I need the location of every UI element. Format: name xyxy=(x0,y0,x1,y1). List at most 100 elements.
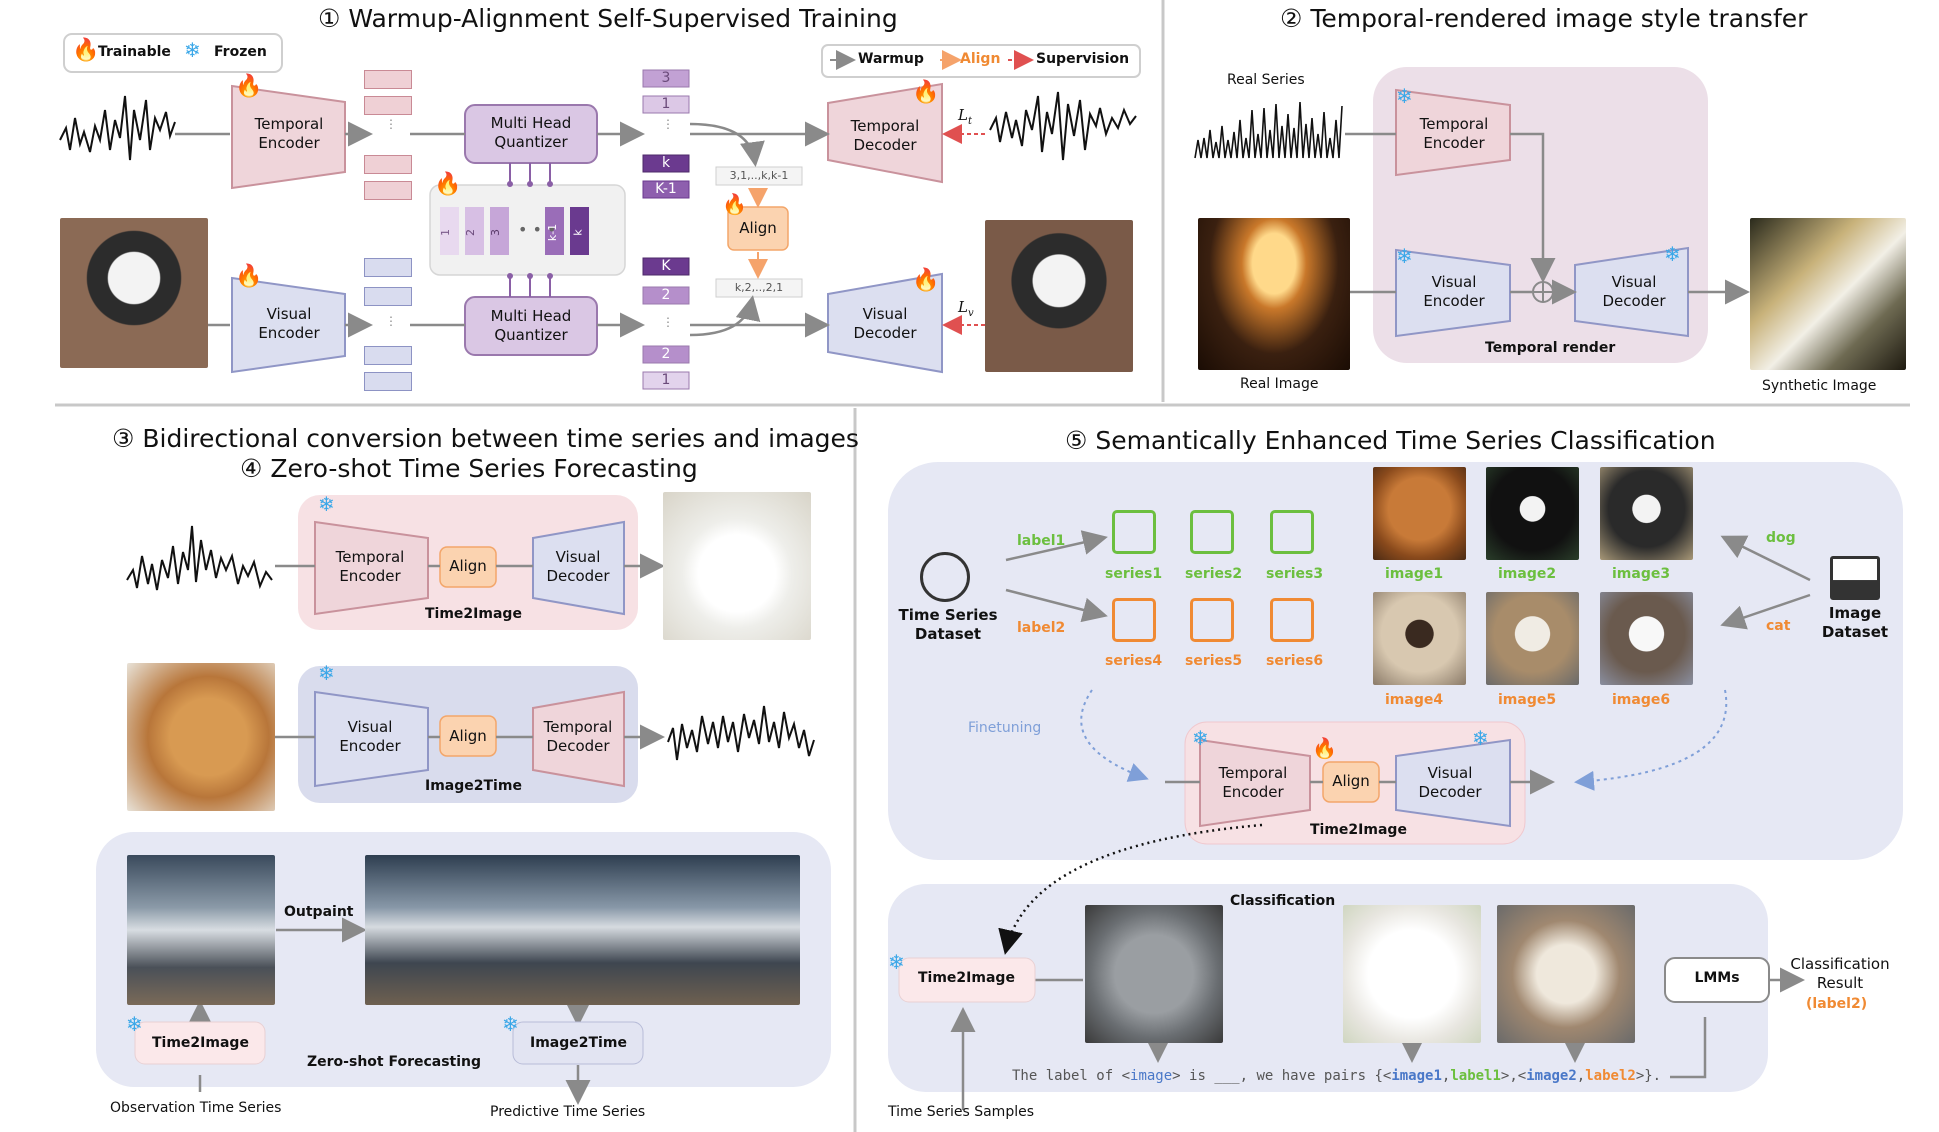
idx-top-1: 1 xyxy=(661,96,671,112)
s5-image1-label: image1 xyxy=(1385,566,1444,582)
s4-predictive-label: Predictive Time Series xyxy=(490,1104,646,1120)
s1-temporal-token xyxy=(364,70,412,89)
prompt-part: The label of < xyxy=(1012,1068,1131,1084)
section3-title: ③ Bidirectional conversion between time … xyxy=(112,424,859,453)
prompt-image2: image2 xyxy=(1526,1068,1577,1084)
s5-image3 xyxy=(1600,467,1693,560)
loss-t-subscript: t xyxy=(967,116,972,127)
s1-visual-token xyxy=(364,346,412,365)
s2-visual-encoder: Visual Encoder xyxy=(1423,273,1485,310)
s5-time2image-box: Time2Image xyxy=(918,970,1015,986)
idx-bottom-1: 2 xyxy=(661,287,671,303)
loss-t-symbol: L xyxy=(958,106,968,124)
s1-visual-encoder: Visual Encoder xyxy=(258,305,320,342)
codebook-label-1: 1 xyxy=(439,229,452,236)
s5-ts-dataset: Time Series Dataset xyxy=(898,606,998,643)
s2-real-series-label: Real Series xyxy=(1227,72,1305,88)
s5-image6 xyxy=(1600,592,1693,685)
section-dividers xyxy=(55,0,1910,1132)
s4-observation-label: Observation Time Series xyxy=(110,1100,282,1116)
s5-label2: label2 xyxy=(1017,620,1066,636)
s5-series2: series2 xyxy=(1185,566,1243,582)
s3-i2t-decoder: Temporal Decoder xyxy=(543,718,613,755)
prompt-comma: , xyxy=(1441,1068,1451,1084)
s1-temporal-encoder: Temporal Encoder xyxy=(254,115,324,152)
prompt-label2: label2 xyxy=(1585,1068,1636,1084)
s3-samoyed-image xyxy=(663,492,811,640)
s1-dog-output-image xyxy=(985,220,1133,372)
section2-title: ② Temporal-rendered image style transfer xyxy=(1280,4,1808,33)
s3-i2t-caption: Image2Time xyxy=(425,778,522,794)
s3-output-series xyxy=(667,705,815,761)
s5-image4-label: image4 xyxy=(1385,692,1444,708)
idx-top-2: k xyxy=(661,155,671,171)
s5-image5 xyxy=(1486,592,1579,685)
s2-visual-decoder-frozen-icon: ❄ xyxy=(1664,242,1681,266)
s1-temporal-decoder-flame-icon: 🔥 xyxy=(912,80,940,105)
legend-frozen: Frozen xyxy=(214,44,267,60)
s3-t2i-encoder: Temporal Encoder xyxy=(335,548,405,585)
svg-text:⋮: ⋮ xyxy=(385,117,397,131)
loss-v-symbol: L xyxy=(958,298,968,316)
s4-outpaint-label: Outpaint xyxy=(284,904,354,920)
s1-codebook-flame-icon: 🔥 xyxy=(434,172,462,197)
s5-series2-chart-icon xyxy=(1190,510,1234,554)
legend-supervision: Supervision xyxy=(1036,51,1130,67)
s5-dog: dog xyxy=(1766,530,1796,546)
snowflake-icon: ❄ xyxy=(184,38,201,62)
s2-synthetic-image-label: Synthetic Image xyxy=(1762,378,1877,394)
s5-classification-title: Classification xyxy=(1230,893,1336,909)
s1-temporal-token xyxy=(364,96,412,115)
s1-visual-token xyxy=(364,372,412,391)
s5-visual-decoder: Visual Decoder xyxy=(1418,764,1482,801)
s5-series1-chart-icon xyxy=(1112,510,1156,554)
section5-title: ⑤ Semantically Enhanced Time Series Clas… xyxy=(1065,426,1716,455)
s5-label1: label1 xyxy=(1017,533,1066,549)
s5-finetuning: Finetuning xyxy=(968,720,1042,736)
s5-align: Align xyxy=(1332,772,1370,790)
s5-classification-result: Classification Result xyxy=(1790,955,1890,992)
s4-observation-image xyxy=(127,855,275,1005)
image-dataset-icon xyxy=(1830,556,1880,600)
s2-real-image xyxy=(1198,218,1350,370)
s3-i2t-align: Align xyxy=(449,727,487,745)
legend-align: Align xyxy=(960,51,1001,67)
s1-visual-decoder-flame-icon: 🔥 xyxy=(912,268,940,293)
loss-v: Lv xyxy=(958,298,974,319)
s4-image2time: Image2Time xyxy=(530,1035,627,1051)
legend-trainable: Trainable xyxy=(98,44,171,60)
loss-t: Lt xyxy=(958,106,972,127)
s1-align: Align xyxy=(739,219,777,237)
s1-index-tokens xyxy=(642,69,690,390)
s1-temporal-decoder: Temporal Decoder xyxy=(850,117,920,154)
s1-temporal-encoder-shape xyxy=(231,84,346,190)
prompt-image: image xyxy=(1130,1068,1173,1084)
s4-time2image: Time2Image xyxy=(152,1035,249,1051)
s5-series1: series1 xyxy=(1105,566,1163,582)
prompt-part: >}. xyxy=(1635,1068,1662,1084)
s3-i2t-frozen-icon: ❄ xyxy=(318,661,335,685)
prompt-label1: label1 xyxy=(1450,1068,1501,1084)
s5-series3-chart-icon xyxy=(1270,510,1314,554)
svg-text:⋮: ⋮ xyxy=(662,117,674,131)
s1-visual-token xyxy=(364,258,412,277)
s3-i2t-encoder: Visual Encoder xyxy=(339,718,401,755)
s2-real-image-label: Real Image xyxy=(1240,376,1319,392)
s5-temporal-encoder: Temporal Encoder xyxy=(1218,764,1288,801)
section1-title: ① Warmup-Alignment Self-Supervised Train… xyxy=(318,4,898,33)
s1-temporal-token xyxy=(364,155,412,174)
s5-prompt: The label of <image> is ___, we have pai… xyxy=(1012,1068,1661,1084)
s5-series5: series5 xyxy=(1185,653,1243,669)
s1-output-series xyxy=(989,91,1137,161)
prompt-part: >,< xyxy=(1500,1068,1527,1084)
codebook-label-3: 3 xyxy=(489,229,502,236)
s5-cls-cat-image xyxy=(1085,905,1223,1043)
s4-time2image-frozen-icon: ❄ xyxy=(126,1012,143,1036)
s5-image6-label: image6 xyxy=(1612,692,1671,708)
s1-visual-encoder-flame-icon: 🔥 xyxy=(235,264,263,289)
s1-input-series xyxy=(59,95,176,161)
prompt-image1: image1 xyxy=(1391,1068,1442,1084)
s5-series3: series3 xyxy=(1266,566,1324,582)
idx-top-3: K-1 xyxy=(655,181,677,197)
s5-image1 xyxy=(1373,467,1466,560)
